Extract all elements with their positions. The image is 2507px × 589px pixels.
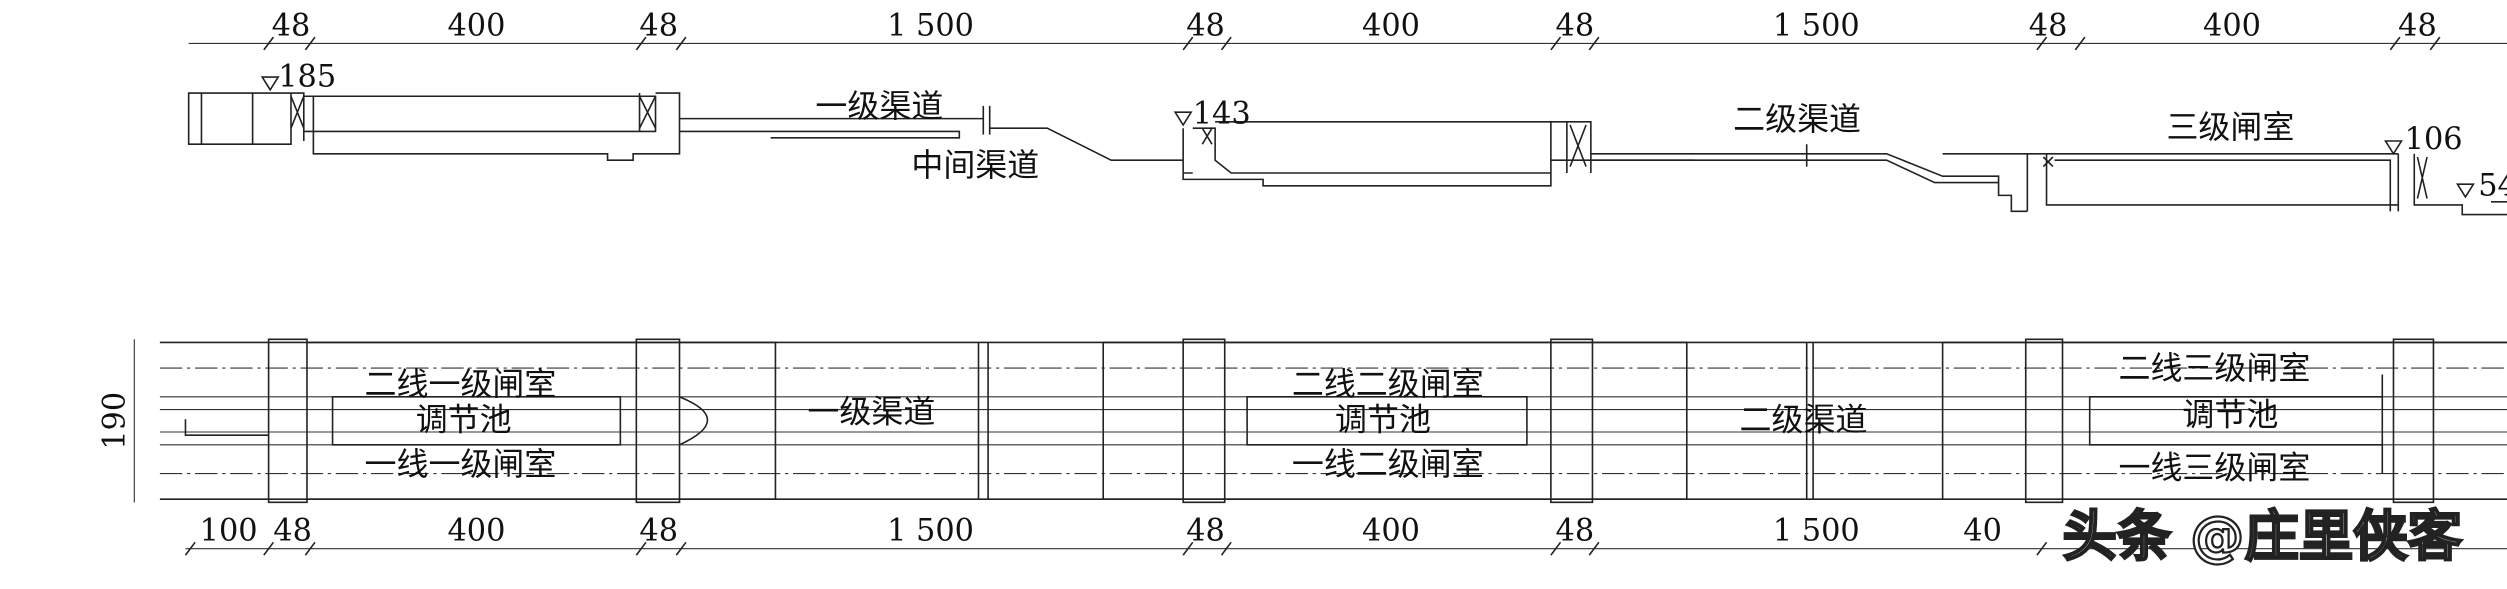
top-dim: 400 [447, 8, 505, 43]
plan-label: 一线三级闸室 [2118, 448, 2310, 486]
bottom-dim: 48 [1556, 514, 1595, 549]
top-dim: 48 [1556, 8, 1595, 43]
top-dim: 1 500 [1773, 8, 1860, 43]
top-dim: 48 [1186, 8, 1225, 43]
plan-label: 调节池 [2182, 396, 2278, 434]
bottom-dim: 1 500 [1773, 514, 1860, 549]
top-dim: 400 [2203, 8, 2261, 43]
plan-label: 二线二级闸室 [1292, 365, 1484, 403]
top-dim: 48 [2398, 8, 2437, 43]
profile-label: 一级渠道 [815, 87, 943, 125]
elevation-label: 143 [1193, 96, 1251, 131]
plan-label: 调节池 [1335, 400, 1431, 438]
plan-view: 二线一级闸室 调节池 一线一级闸室 一级渠道 二线二级闸室 调节池 一线二级闸室… [98, 338, 2507, 504]
bottom-dimension-line: 100 48 400 48 1 500 48 400 48 1 500 40 [184, 514, 2507, 556]
elevation-label: 106 [2405, 122, 2463, 157]
plan-label: 二线一级闸室 [365, 365, 557, 403]
bottom-dim: 48 [1186, 514, 1225, 549]
width-dimension: 190 [98, 392, 133, 450]
watermark: 头条 @庄里侠客 [2063, 505, 2463, 568]
bottom-dim: 48 [639, 514, 678, 549]
bottom-dim: 100 [200, 514, 258, 549]
bottom-dim: 48 [273, 514, 312, 549]
top-dimension-line: 48 400 48 1 500 48 400 48 1 500 48 400 4… [188, 8, 2507, 51]
plan-label: 一线一级闸室 [365, 445, 557, 483]
top-dim: 48 [2029, 8, 2068, 43]
plan-label: 二级渠道 [1740, 400, 1868, 438]
top-dim: 1 500 [887, 8, 974, 43]
profile-label: 中间渠道 [911, 146, 1039, 184]
top-dim: 400 [1362, 8, 1420, 43]
bottom-dim: 400 [1362, 514, 1420, 549]
profile-label: 三级闸室 [2166, 108, 2294, 146]
elevation-label: 54 [2478, 168, 2507, 203]
bottom-dim: 1 500 [887, 514, 974, 549]
plan-label: 一线二级闸室 [1292, 445, 1484, 483]
plan-label: 调节池 [416, 400, 512, 438]
profile-label: 二级渠道 [1733, 100, 1861, 138]
top-dim: 48 [639, 8, 678, 43]
bottom-dim: 40 [1963, 514, 2002, 549]
plan-label: 一级渠道 [807, 392, 935, 430]
plan-label: 二线三级闸室 [2118, 349, 2310, 387]
longitudinal-profile: 185 143 106 54 一级渠道 中间渠道 二级渠道 三级闸室 [187, 60, 2507, 216]
bottom-dim: 400 [447, 514, 505, 549]
elevation-label: 185 [278, 60, 336, 95]
top-dim: 48 [272, 8, 311, 43]
